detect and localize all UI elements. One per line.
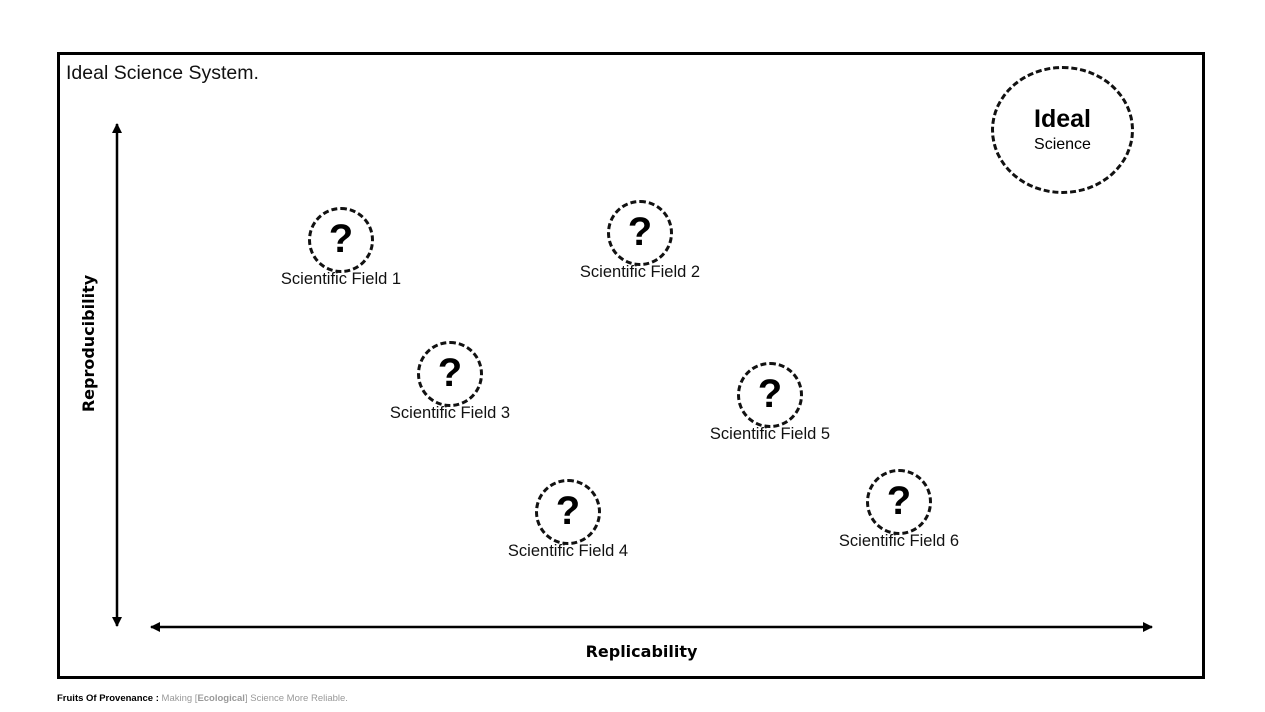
field-label: Scientific Field 2 [579,263,701,281]
x-axis-label: Replicability [585,642,698,661]
question-mark-icon: ? [607,200,673,266]
field-label: Scientific Field 6 [838,532,960,550]
diagram-title: Ideal Science System. [66,62,259,84]
footer-brand: Fruits Of Provenance : [57,693,159,704]
footer-text-after: ] Science More Reliable. [244,693,348,704]
ideal-subtitle: Science [1034,135,1091,153]
question-mark-icon: ? [535,479,601,545]
question-mark-icon: ? [308,207,374,273]
ideal-science-circle: Ideal Science [991,66,1134,194]
footer-emphasis: Ecological [197,693,245,704]
field-label: Scientific Field 3 [389,404,511,422]
field-label: Scientific Field 5 [709,425,831,443]
y-axis-label: Reproducibility [79,274,99,412]
footer-text-before: Making [ [158,693,198,704]
field-label: Scientific Field 4 [507,542,629,560]
question-mark-icon: ? [737,362,803,428]
question-mark-icon: ? [866,469,932,535]
field-label: Scientific Field 1 [280,270,402,288]
ideal-title: Ideal [1034,105,1091,134]
footer-caption: Fruits Of Provenance : Making [Ecologica… [57,693,348,704]
question-mark-icon: ? [417,341,483,407]
